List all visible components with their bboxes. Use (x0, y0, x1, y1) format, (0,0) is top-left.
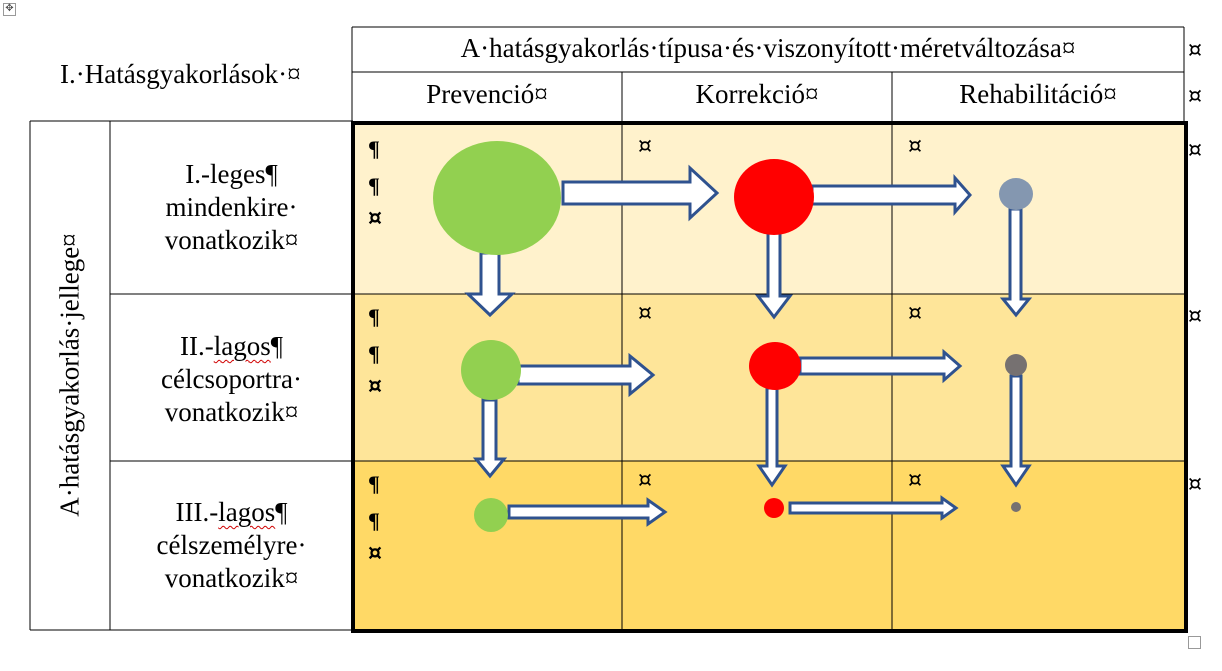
cell-end-mark: ¤ (908, 301, 922, 326)
cell-formatting-marks: ¶¶¤ (368, 304, 382, 399)
prevention-circle-large (433, 141, 561, 255)
column-header-rehabilitation: Rehabilitáció¤ (959, 79, 1117, 109)
row-label-line: mindenkire· (165, 192, 298, 222)
row-end-mark: ¤ (1188, 38, 1202, 63)
row-label-primary: I.-leges¶ mindenkire· vonatkozik¤ (110, 158, 353, 257)
row-label-line: vonatkozik¤ (164, 563, 299, 593)
arrow-down (756, 386, 788, 488)
table-move-handle-icon[interactable]: ✥ (3, 3, 16, 16)
rehabilitation-circle-large (999, 178, 1033, 210)
row-label-line: vonatkozik¤ (164, 397, 299, 427)
cell-end-mark: ¤ (908, 134, 922, 159)
cell-end-mark: ¤ (638, 134, 652, 159)
arrow-down (472, 398, 508, 479)
row3-background (353, 461, 1186, 631)
arrow-down (1000, 374, 1032, 488)
row-label-line: I.-leges¶ (185, 159, 278, 189)
spellcheck-underlined-word[interactable]: lagos (218, 497, 276, 527)
correction-circle-medium (749, 342, 801, 390)
table-resize-handle-icon[interactable] (1188, 636, 1201, 649)
cell-formatting-marks: ¶¶¤ (368, 471, 382, 566)
row-label-line: III.-lagos¶ (175, 497, 288, 527)
column-header-prevention: Prevenció¤ (426, 79, 548, 109)
prevention-circle-medium (461, 340, 521, 400)
row-label-line: célcsoportra· (161, 364, 302, 394)
row-label-tertiary: III.-lagos¶ célszemélyre· vonatkozik¤ (110, 496, 353, 595)
cell-end-mark: ¤ (908, 468, 922, 493)
row-end-mark: ¤ (1188, 472, 1202, 497)
cell-end-mark: ¤ (638, 468, 652, 493)
row-label-line: vonatkozik¤ (164, 225, 299, 255)
arrow-down (999, 207, 1033, 318)
row-end-mark: ¤ (1188, 138, 1202, 163)
rehabilitation-circle-small (1011, 502, 1021, 512)
header-title: A·hatásgyakorlás·típusa·és·viszonyított·… (460, 33, 1076, 63)
main-matrix-border (351, 121, 1188, 633)
row-label-line: II.-lagos¶ (180, 331, 283, 361)
prevention-circle-small (474, 498, 508, 532)
row-end-mark: ¤ (1188, 84, 1202, 109)
arrow-down (754, 230, 794, 320)
correction-circle-large (734, 159, 814, 235)
arrow-right (516, 352, 656, 398)
row-label-secondary: II.-lagos¶ célcsoportra· vonatkozik¤ (110, 330, 353, 429)
correction-circle-small (764, 498, 784, 518)
cell-end-mark: ¤ (638, 301, 652, 326)
rehabilitation-circle-medium (1005, 354, 1027, 376)
row-label-line: célszemélyre· (156, 530, 307, 560)
spellcheck-underlined-word[interactable]: lagos (213, 331, 271, 361)
arrow-right (788, 495, 959, 521)
arrow-right (810, 174, 973, 216)
arrow-right (507, 497, 668, 527)
arrow-right (798, 348, 963, 384)
arrow-right (561, 164, 720, 222)
cell-formatting-marks: ¶¶¤ (368, 136, 382, 231)
row-end-mark: ¤ (1188, 304, 1202, 329)
corner-label: I.·Hatásgyakorlások·¤ (60, 59, 301, 89)
column-header-correction: Korrekció¤ (695, 79, 819, 109)
arrow-down (464, 251, 516, 318)
